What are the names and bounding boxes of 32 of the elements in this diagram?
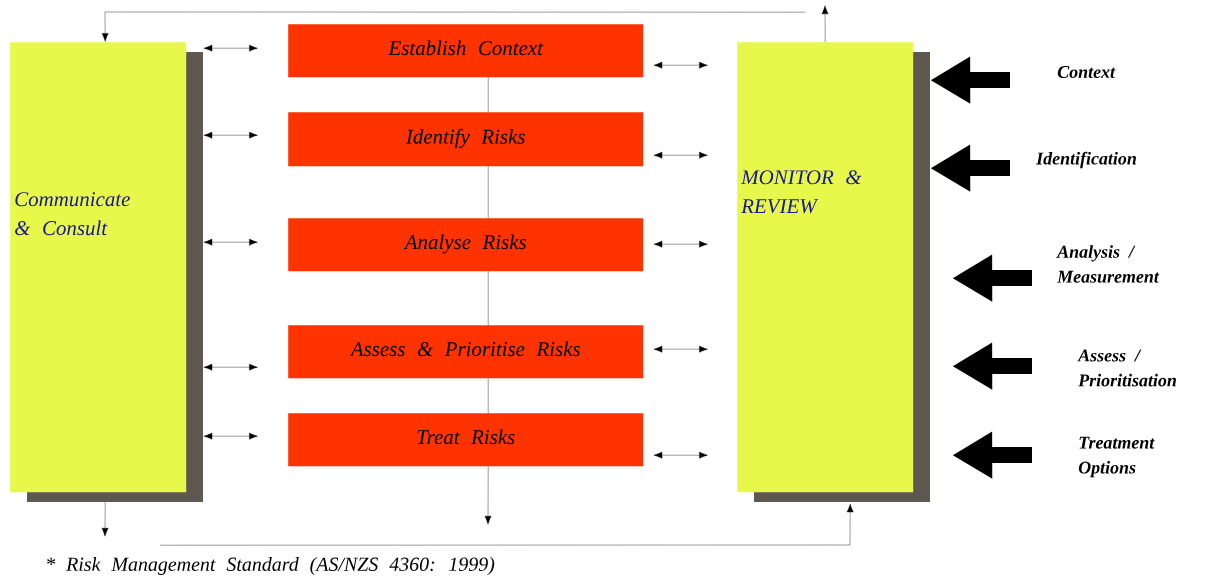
connector-line xyxy=(488,378,489,414)
process-box: Identify Risks xyxy=(288,112,644,167)
connector-line xyxy=(488,77,489,113)
arrow xyxy=(203,238,258,246)
arrow xyxy=(203,131,258,139)
arrow xyxy=(203,363,258,371)
arrow xyxy=(821,5,829,43)
stage-label: Context xyxy=(1057,65,1116,78)
arrow xyxy=(203,432,258,440)
process-box: Communicate & Consult xyxy=(10,42,203,502)
stage-label: Assess / Prioritisation xyxy=(1077,349,1176,387)
process-box: Treat Risks xyxy=(288,413,644,467)
arrow xyxy=(484,466,492,525)
process-box: Assess & Prioritise Risks xyxy=(288,325,644,379)
arrow xyxy=(101,11,806,42)
process-box: Analyse Risks xyxy=(288,218,644,272)
stage-label: Identification xyxy=(1036,151,1136,169)
stage-label: Analysis / Measurement xyxy=(1056,245,1160,283)
stage-label: Treatment Options xyxy=(1078,436,1155,478)
arrow xyxy=(160,503,854,546)
arrow xyxy=(203,44,258,52)
arrow xyxy=(101,502,109,537)
connector-line xyxy=(488,166,489,219)
connector-line xyxy=(488,271,489,326)
arrow xyxy=(653,451,708,459)
process-box: MONITOR & REVIEW xyxy=(737,42,930,502)
arrow xyxy=(653,151,708,159)
footnote: * Risk Management Standard (AS/NZS 4360: 1999) xyxy=(47,556,495,575)
arrow xyxy=(653,61,708,69)
arrow xyxy=(653,240,708,248)
arrow xyxy=(653,345,708,353)
process-box: Establish Context xyxy=(288,24,644,78)
